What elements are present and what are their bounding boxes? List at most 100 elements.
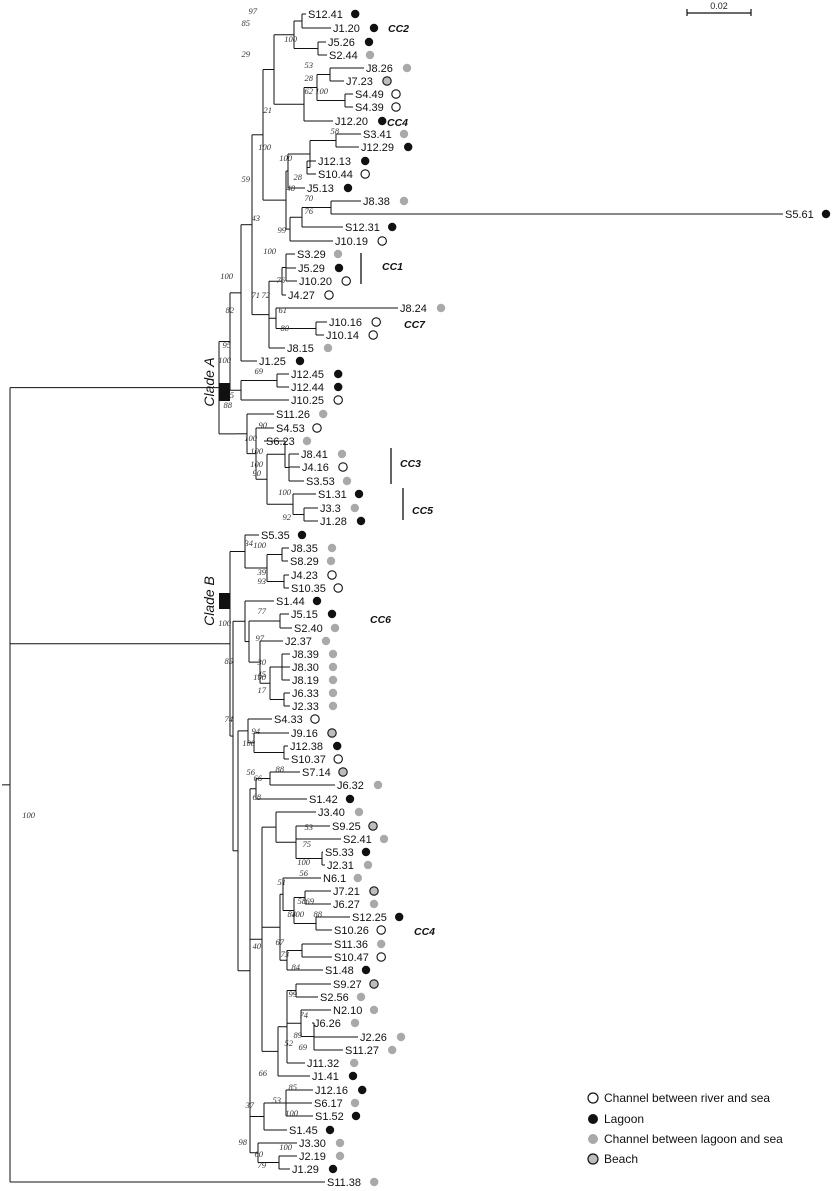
support-value: 99 xyxy=(278,225,287,235)
tip-label: J6.32 xyxy=(337,780,364,792)
cc-label: CC2 xyxy=(388,23,409,35)
support-value: 84 xyxy=(292,962,301,972)
support-value: 97 xyxy=(256,633,265,643)
habitat-dot-channel-river-sea xyxy=(312,423,322,433)
tip-label: J2.26 xyxy=(360,1032,387,1044)
habitat-dot-lagoon xyxy=(345,794,355,804)
habitat-dot-channel-lagoon-sea xyxy=(333,249,343,259)
cc-label: CC3 xyxy=(400,458,421,470)
support-value: 100 xyxy=(258,142,272,152)
tip-label: J5.15 xyxy=(291,609,318,621)
habitat-dot-channel-lagoon-sea xyxy=(330,623,340,633)
tip-label: J8.26 xyxy=(366,63,393,75)
support-value: 52 xyxy=(285,1038,294,1048)
habitat-dot-channel-lagoon-sea xyxy=(302,436,312,446)
support-value: 75 xyxy=(303,839,312,849)
habitat-dot-channel-lagoon-sea xyxy=(350,503,359,513)
habitat-dot-channel-river-sea xyxy=(360,169,370,179)
support-value: 66 xyxy=(259,1068,268,1078)
support-value: 28 xyxy=(294,172,303,182)
support-value: 100 xyxy=(315,86,329,96)
habitat-dot-beach xyxy=(382,76,392,86)
support-value: 69 xyxy=(255,366,264,376)
tip-label: J7.23 xyxy=(346,76,373,88)
tip-label: J5.26 xyxy=(328,37,355,49)
support-value: 45 xyxy=(258,669,267,679)
tip-label: J4.16 xyxy=(302,462,329,474)
habitat-dot-channel-river-sea xyxy=(324,290,334,300)
habitat-dot-lagoon xyxy=(351,9,360,19)
support-value: 53 xyxy=(273,1095,282,1105)
tip-label: J8.30 xyxy=(292,662,319,674)
habitat-dot-channel-lagoon-sea xyxy=(369,899,379,909)
tip-label: J8.38 xyxy=(363,196,390,208)
habitat-dot-channel-lagoon-sea xyxy=(328,675,338,685)
support-value: 100 xyxy=(218,355,232,365)
habitat-dot-lagoon xyxy=(334,263,344,273)
tip-label: S7.14 xyxy=(302,767,331,779)
tip-label: S3.53 xyxy=(306,476,335,488)
support-value: 69 xyxy=(306,896,315,906)
legend-marker-beach xyxy=(587,1153,599,1165)
tip-label: J10.20 xyxy=(299,276,332,288)
support-value: 82 xyxy=(226,305,235,315)
cc-label: CC4 xyxy=(414,926,435,938)
legend-label: Beach xyxy=(604,1152,638,1166)
support-value: 85 xyxy=(289,1082,298,1092)
habitat-dot-channel-lagoon-sea xyxy=(353,873,362,883)
habitat-dot-channel-river-sea xyxy=(338,462,348,472)
support-value: 100 xyxy=(250,459,264,469)
habitat-dot-channel-lagoon-sea xyxy=(328,701,338,711)
tip-label: J2.33 xyxy=(292,701,319,713)
tip-label: S4.53 xyxy=(276,423,305,435)
habitat-dot-lagoon xyxy=(354,489,364,499)
support-value: 88 xyxy=(224,400,233,410)
habitat-dot-lagoon xyxy=(378,116,387,126)
habitat-dot-lagoon xyxy=(364,37,374,47)
support-value: 100 xyxy=(279,153,293,163)
support-value: 99 xyxy=(289,989,298,999)
tip-label: J5.29 xyxy=(298,263,325,275)
tip-label: S1.48 xyxy=(325,965,354,977)
support-value: 60 xyxy=(255,1149,264,1159)
legend-marker-lagoon xyxy=(588,1114,598,1124)
habitat-dot-channel-river-sea xyxy=(391,102,401,112)
support-value: 39 xyxy=(257,567,267,577)
support-value: 53 xyxy=(305,822,314,832)
tip-label: N2.10 xyxy=(333,1005,362,1017)
tip-label: J2.31 xyxy=(327,860,354,872)
support-value: 100 xyxy=(250,446,264,456)
habitat-dot-lagoon xyxy=(327,609,337,619)
support-value: 76 xyxy=(277,275,286,285)
support-value: 94 xyxy=(252,726,261,736)
habitat-dot-channel-lagoon-sea xyxy=(399,129,409,139)
cc-label: CC5 xyxy=(412,505,433,517)
habitat-dot-lagoon xyxy=(356,516,366,526)
tip-label: J12.20 xyxy=(335,116,368,128)
support-value: 37 xyxy=(245,1100,255,1110)
tip-label: J3.40 xyxy=(318,807,345,819)
habitat-dot-channel-lagoon-sea xyxy=(328,649,338,659)
habitat-dot-channel-lagoon-sea xyxy=(335,1138,345,1148)
tip-label: J8.41 xyxy=(301,449,328,461)
habitat-dot-channel-lagoon-sea xyxy=(369,1005,379,1015)
tip-label: J1.41 xyxy=(312,1071,339,1083)
habitat-dot-channel-river-sea xyxy=(391,89,401,99)
tip-label: S9.27 xyxy=(333,979,362,991)
support-value: 40 xyxy=(253,941,262,951)
support-value: 100 xyxy=(218,618,232,628)
habitat-dot-lagoon xyxy=(351,1111,361,1121)
habitat-dot-lagoon xyxy=(358,1085,367,1095)
tip-label: S6.17 xyxy=(314,1098,343,1110)
support-value: 90 xyxy=(259,420,268,430)
habitat-dot-beach xyxy=(327,728,337,738)
habitat-dot-channel-lagoon-sea xyxy=(379,834,389,844)
tip-label: S11.27 xyxy=(345,1045,379,1057)
tip-label: S2.44 xyxy=(329,50,358,62)
support-value: 51 xyxy=(278,877,287,887)
tip-label: S12.25 xyxy=(352,912,387,924)
tip-label: J8.15 xyxy=(287,343,314,355)
tip-label: J8.35 xyxy=(291,543,318,555)
habitat-dot-channel-river-sea xyxy=(333,583,343,593)
